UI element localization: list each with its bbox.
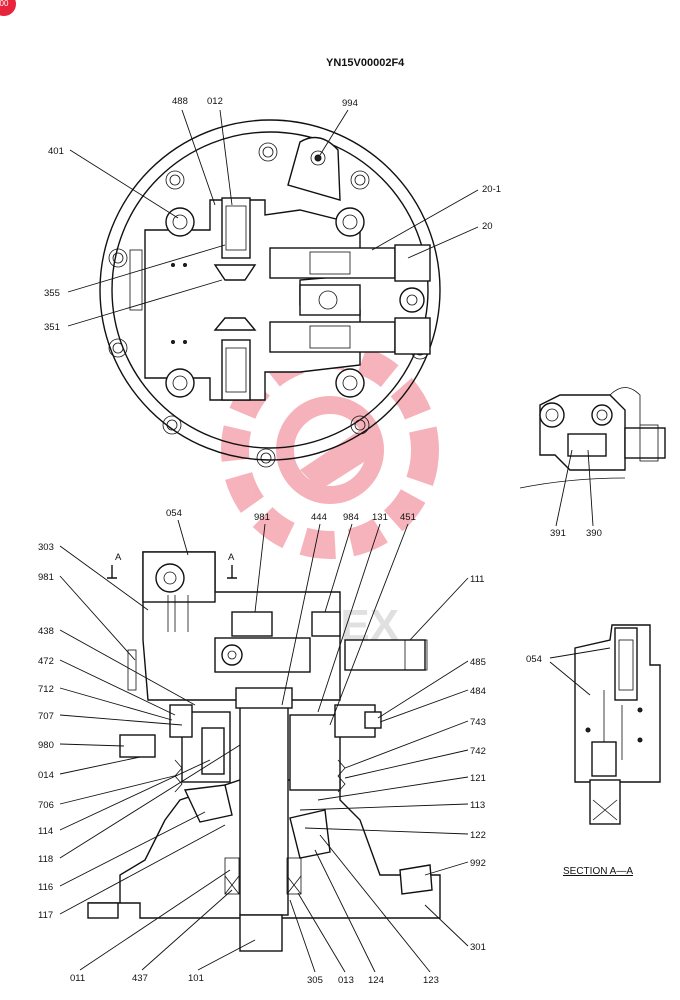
top-callout-labels: 488 012 994 401 20-1 20 355 351 — [44, 96, 501, 333]
callout-label: 485 — [470, 657, 486, 668]
main-callout-labels: 054 981 444 984 131 451 303 981 111 438 … — [38, 508, 486, 986]
callout-label: 124 — [368, 975, 384, 986]
callout-label: 012 — [207, 96, 223, 107]
callout-label: 351 — [44, 322, 60, 333]
callout-label: 484 — [470, 686, 486, 697]
section-mark-left: A — [115, 552, 122, 563]
page-badge: 00 — [0, 0, 16, 16]
callout-label: 992 — [470, 858, 486, 869]
callout-label: 101 — [188, 973, 204, 984]
drawing-code: YN15V00002F4 — [326, 57, 405, 69]
top-view-assembly — [99, 119, 441, 468]
callout-label: 20-1 — [482, 184, 501, 195]
top-leader-lines — [67, 109, 479, 327]
callout-label: 981 — [254, 512, 270, 523]
callout-label: 113 — [470, 800, 485, 811]
callout-label: 117 — [38, 910, 53, 921]
callout-label: 121 — [470, 773, 486, 784]
callout-label: 401 — [48, 146, 64, 157]
main-section-view — [87, 551, 441, 952]
callout-label: 123 — [423, 975, 439, 986]
main-leader-lines — [59, 519, 469, 973]
callout-label: 054 — [166, 508, 182, 519]
callout-label: 20 — [482, 221, 493, 232]
callout-label: 438 — [38, 626, 54, 637]
callout-label: 706 — [38, 800, 54, 811]
callout-label: 437 — [132, 973, 148, 984]
callout-label: 303 — [38, 542, 54, 553]
callout-label: 131 — [372, 512, 388, 523]
callout-label: 305 — [307, 975, 323, 986]
callout-label: 743 — [470, 717, 486, 728]
section-mark-right: A — [228, 552, 235, 563]
section-title: SECTION A—A — [563, 866, 633, 877]
callout-label: 707 — [38, 711, 54, 722]
callout-label: 114 — [38, 826, 53, 837]
callout-label: 488 — [172, 96, 188, 107]
detail-view — [519, 387, 666, 489]
callout-label: 712 — [38, 684, 54, 695]
callout-label: 391 — [550, 528, 566, 539]
callout-label: 742 — [470, 746, 486, 757]
callout-label: 013 — [338, 975, 354, 986]
section-a-a-view — [574, 624, 661, 825]
callout-label: 984 — [343, 512, 359, 523]
callout-label: 980 — [38, 740, 54, 751]
callout-label: 011 — [70, 973, 85, 984]
callout-label: 994 — [342, 98, 358, 109]
callout-label: 355 — [44, 288, 60, 299]
callout-label: 014 — [38, 770, 54, 781]
callout-label: 981 — [38, 572, 54, 583]
callout-label: 301 — [470, 942, 486, 953]
callout-label: 116 — [38, 882, 53, 893]
callout-label: 451 — [400, 512, 416, 523]
callout-label: 390 — [586, 528, 602, 539]
callout-label: 444 — [311, 512, 327, 523]
callout-label: 472 — [38, 656, 54, 667]
callout-label: 122 — [470, 830, 486, 841]
callout-label: 111 — [470, 574, 484, 585]
callout-label: 118 — [38, 854, 53, 865]
callout-label: 054 — [526, 654, 542, 665]
